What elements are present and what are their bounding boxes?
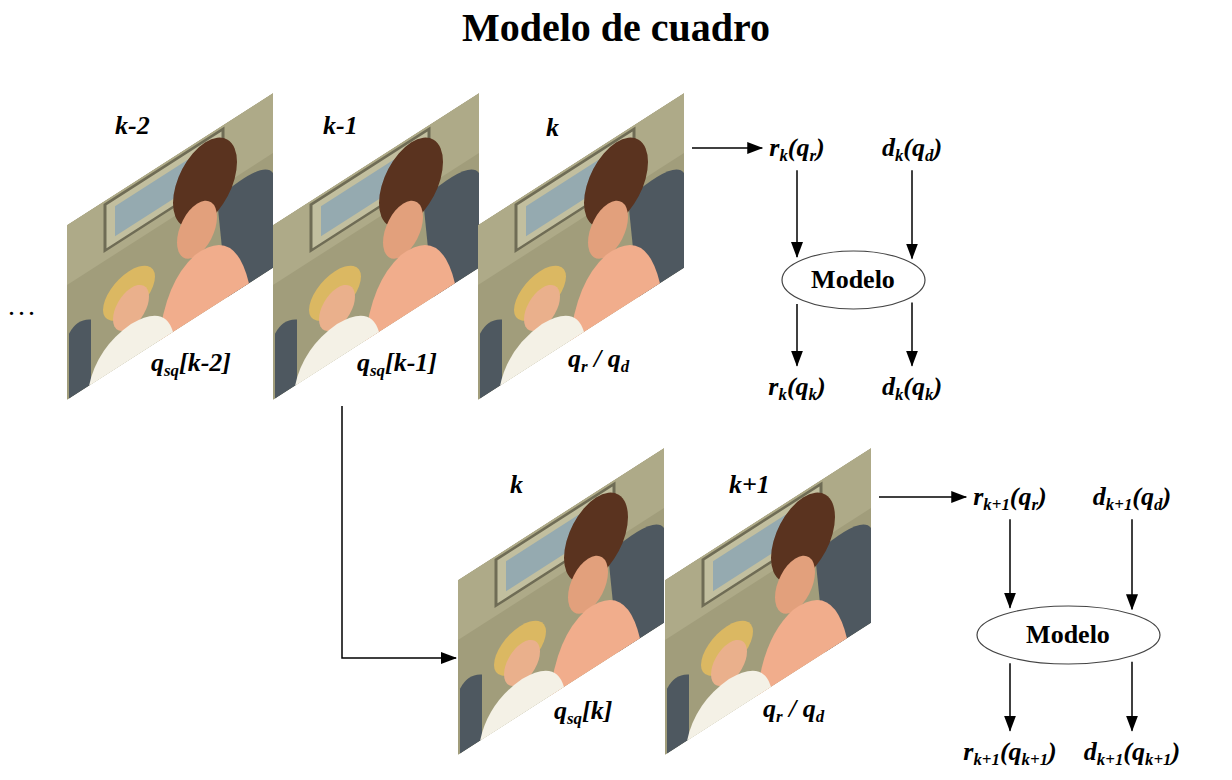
flow-arrow [911,302,913,365]
rate-distortion-text: dk+1(qd) [1093,483,1171,512]
ellipse-shape [782,251,925,309]
frame-index: k [546,115,559,141]
frame-picture [67,93,273,400]
flow-arrow [796,304,798,366]
frame-picture [458,448,664,755]
frame-index: k+1 [729,472,770,498]
frame-quantizer: qr / qd [568,346,629,372]
video-frame: k qsq[k] [458,448,664,755]
flow-arrow [911,170,913,258]
frame-shear [478,93,684,400]
model-label: Modelo [1026,621,1110,650]
signal-label: dk+1(qk+1) [1081,735,1183,770]
signal-label: rk(qr) [766,131,828,166]
rate-distortion-text: rk(qr) [769,134,825,163]
rate-distortion-text: dk+1(qk+1) [1084,738,1180,767]
ellipsis-mark: ... [8,292,38,320]
frame-shear [273,93,479,400]
frame-picture [665,448,871,755]
flow-arrow [1009,519,1011,607]
signal-label: rk+1(qk+1) [960,735,1060,770]
rate-distortion-text: dk(qk) [882,373,942,402]
frame-picture [478,93,684,400]
frame-quantizer: qsq[k-2] [151,350,231,376]
flow-arrow [1009,663,1011,730]
rate-distortion-text: rk(qk) [768,373,825,402]
frame-shear [458,448,664,755]
model-label: Modelo [811,266,895,295]
frame-picture [273,93,479,400]
video-frame: k qr / qd [478,93,684,400]
frame-image [67,93,273,400]
flow-arrow [1131,519,1133,609]
flow-arrow [1131,662,1133,731]
video-frame: k-1 qsq[k-1] [273,93,479,400]
flow-arrow [692,147,762,149]
frame-shear [665,448,871,755]
frame-index: k-2 [115,113,150,139]
model-ellipse: Modelo [976,605,1161,665]
signal-label: dk(qk) [879,370,945,405]
signal-label: dk(qd) [879,131,945,166]
flow-arrow [879,496,966,498]
frame-quantizer: qsq[k] [554,698,612,724]
signal-label: rk(qk) [765,370,828,405]
rate-distortion-text: rk+1(qr) [973,483,1047,512]
video-frame: k+1 qr / qd [665,448,871,755]
signal-label: dk+1(qd) [1090,480,1174,515]
model-ellipse: Modelo [781,250,926,310]
diagram-title: Modelo de cuadro [0,4,1232,52]
flow-arrow [342,406,456,658]
flow-arrow [796,170,798,257]
rate-distortion-text: dk(qd) [882,134,942,163]
frame-shear [67,93,273,400]
frame-quantizer: qsq[k-1] [357,350,437,376]
ellipse-shape [977,606,1160,664]
video-frame: k-2 qsq[k-2] [67,93,273,400]
signal-label: rk+1(qr) [970,480,1050,515]
frame-index: k-1 [323,113,358,139]
frame-image [273,93,479,400]
frame-index: k [510,472,523,498]
frame-quantizer: qr / qd [763,696,824,722]
rate-distortion-text: rk+1(qk+1) [963,738,1057,767]
